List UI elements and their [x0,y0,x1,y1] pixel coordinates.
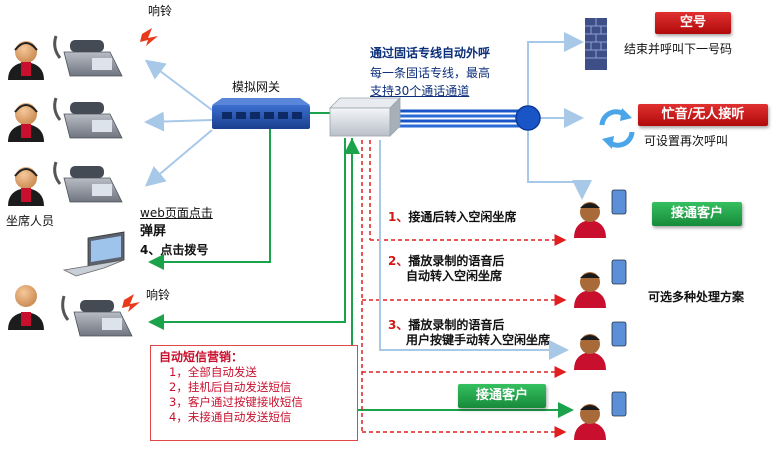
ring-label-bottom: 响铃 [146,288,171,302]
ring-label-top: 响铃 [148,4,173,18]
sms-item-4: 4，未接通自动发送短信 [169,410,292,424]
step-3-text-1: 播放录制的语音后 [408,318,505,332]
redial-arrows-icon [599,108,635,149]
agent-group-3 [8,161,123,206]
sms-item-1: 1，全部自动发送 [169,365,257,379]
ring-spark-icon [140,28,158,46]
agent-group-1 [8,35,123,80]
customer-phone-icon [574,189,627,238]
agent-bottom [8,231,133,337]
step-1-text: 接通后转入空闲坐席 [408,210,517,224]
step-2: 2、播放录制的语音后 自动转入空闲坐席 [388,254,504,284]
step-3: 3、播放录制的语音后 用户按键手动转入空闲坐席 [388,318,550,348]
gateway-to-laptop-line [148,128,271,270]
connected-top-badge: 接通客户 [652,202,742,226]
sms-item-3: 3，客户通过按键接收短信 [169,395,303,409]
sms-item-2: 2，挂机后自动发送短信 [169,380,292,394]
gateway-label: 模拟网关 [232,80,281,94]
step-2-text-2: 自动转入空闲坐席 [406,269,503,283]
outbound-arrows [527,32,592,200]
empty-number-badge: 空号 [655,12,731,34]
red-dashed-lines [361,140,567,438]
step-1-num: 1、 [388,210,409,224]
web-popup-line3: 4、点击拨号 [140,243,209,257]
desk-phone-icon [61,295,133,337]
step-3-text-2: 用户按键手动转入空闲坐席 [406,333,551,347]
trunk-text-line3: 支持30个通话通道 [370,84,470,98]
step-1: 1、接通后转入空闲坐席 [388,210,516,225]
trunk-lines [395,109,520,128]
multiple-options-label: 可选多种处理方案 [648,290,745,304]
server-box-icon [329,97,401,137]
agents-label: 坐席人员 [6,214,55,228]
trunk-text-line1: 通过固话专线自动外呼 [370,46,491,60]
web-popup-line1: web页面点击 [140,206,213,220]
step-3-num: 3、 [388,318,409,332]
server-to-phone-line [148,138,346,330]
desk-phone-icon [53,97,123,139]
agent-headset-icon [8,41,44,80]
trunk-text-line2: 每一条固话专线，最高 [370,66,491,80]
web-popup-line2: 弹屏 [140,224,167,239]
customer-phone-icon [574,321,627,370]
step-2-num: 2、 [388,254,409,268]
customer-phone-icon [574,259,627,308]
busy-no-answer-badge: 忙音/无人接听 [638,104,768,126]
agent-headset-icon [8,167,44,206]
brick-wall-icon [585,18,607,70]
sms-title: 自动短信营销： [159,350,244,364]
blue-step-connector [379,140,569,360]
agent-group-2 [8,97,123,142]
gateway-switch-icon [212,98,310,129]
sms-marketing-box: 自动短信营销： 1，全部自动发送 2，挂机后自动发送短信 3，客户通过按键接收短… [150,345,358,441]
customer-phone-icon [574,391,627,440]
desk-phone-icon [53,161,123,203]
trunk-hub [515,105,541,131]
connected-bottom-badge: 接通客户 [458,384,546,408]
desk-phone-icon [53,35,123,77]
gateway-to-agent-arrows [144,59,213,187]
agent-headset-icon [8,285,44,330]
busy-no-answer-desc: 可设置再次呼叫 [644,134,729,148]
empty-number-desc: 结束并呼叫下一号码 [624,42,733,56]
agent-headset-icon [8,103,44,142]
step-2-text-1: 播放录制的语音后 [408,254,505,268]
laptop-icon [62,231,125,277]
ring-spark-icon [122,294,140,312]
